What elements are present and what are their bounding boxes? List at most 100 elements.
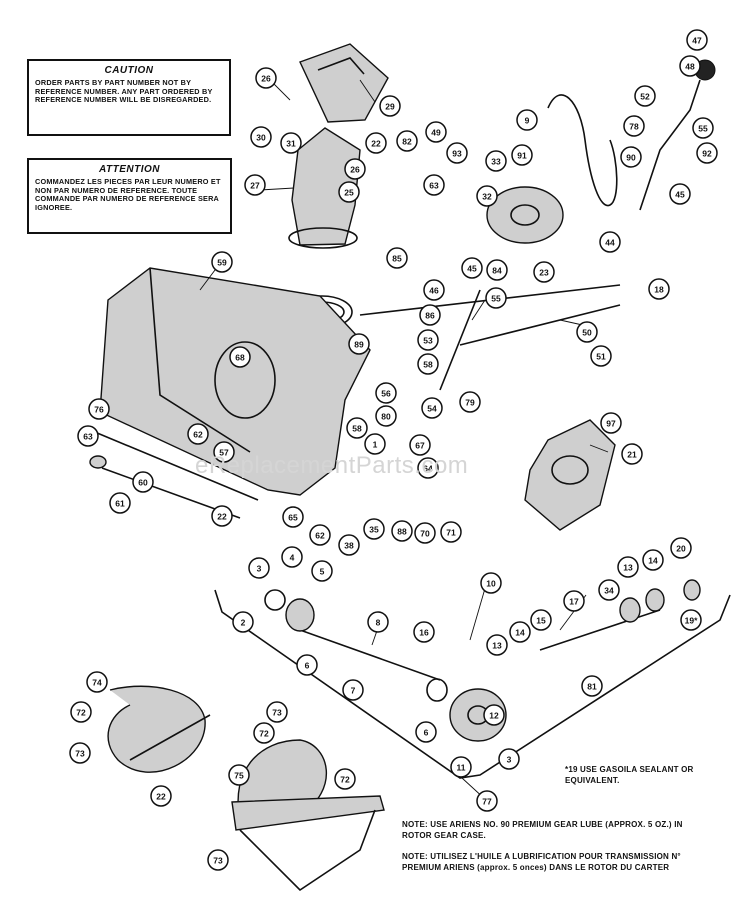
- callout-73: 73: [69, 742, 91, 764]
- callout-79: 79: [459, 391, 481, 413]
- callout-circle: [379, 95, 401, 117]
- callout-35: 35: [363, 518, 385, 540]
- callout-circle: [623, 115, 645, 137]
- callout-16: 16: [413, 621, 435, 643]
- callout-circle: [485, 287, 507, 309]
- callout-label: 45: [467, 264, 477, 274]
- callout-72: 72: [70, 701, 92, 723]
- callout-label: 84: [492, 266, 502, 276]
- callout-11: 11: [450, 756, 472, 778]
- callout-circle: [232, 611, 254, 633]
- callout-15: 15: [530, 609, 552, 631]
- callout-14: 14: [509, 621, 531, 643]
- callout-label: 89: [354, 340, 364, 350]
- callout-circle: [250, 126, 272, 148]
- callout-circle: [248, 557, 270, 579]
- callout-circle: [386, 247, 408, 269]
- callout-label: 81: [587, 682, 597, 692]
- callout-73: 73: [207, 849, 229, 871]
- callout-circle: [599, 231, 621, 253]
- part-drawings: [89, 43, 731, 892]
- callout-label: 77: [482, 797, 492, 807]
- callout-circle: [365, 132, 387, 154]
- callout-7: 7: [342, 679, 364, 701]
- callout-75: 75: [228, 764, 250, 786]
- callout-9: 9: [516, 109, 538, 131]
- callout-23: 23: [533, 261, 555, 283]
- chute-deflector: [299, 43, 389, 123]
- callout-label: 33: [491, 157, 501, 167]
- callout-circle: [459, 391, 481, 413]
- callout-label: 65: [288, 513, 298, 523]
- callout-26: 26: [344, 158, 366, 180]
- callout-circle: [486, 634, 508, 656]
- callout-label: 38: [344, 541, 354, 551]
- callout-32: 32: [476, 185, 498, 207]
- callout-label: 22: [156, 792, 166, 802]
- callout-30: 30: [250, 126, 272, 148]
- callout-19-star: 19*: [680, 609, 702, 631]
- callout-circle: [346, 417, 368, 439]
- callout-52: 52: [634, 85, 656, 107]
- callout-label: 58: [423, 360, 433, 370]
- callout-label: 11: [457, 763, 466, 773]
- callout-22: 22: [211, 505, 233, 527]
- callout-circle: [211, 251, 233, 273]
- callout-label: 14: [648, 556, 658, 566]
- callout-label: 22: [371, 139, 381, 149]
- callout-label: 92: [702, 149, 712, 159]
- callout-circle: [417, 353, 439, 375]
- callout-circle: [581, 675, 603, 697]
- callout-circle: [576, 321, 598, 343]
- callout-circle: [446, 142, 468, 164]
- callout-82: 82: [396, 130, 418, 152]
- callout-14: 14: [642, 549, 664, 571]
- callout-circle: [348, 333, 370, 355]
- callout-circle: [363, 518, 385, 540]
- callout-circle: [211, 505, 233, 527]
- callout-label: 93: [452, 149, 462, 159]
- auger-axle: [89, 429, 259, 501]
- callout-circle: [413, 621, 435, 643]
- impeller: [524, 419, 616, 531]
- callout-label: 91: [517, 151, 527, 161]
- callout-4: 4: [281, 546, 303, 568]
- gear-lube-note: NOTE: USE ARIENS NO. 90 PREMIUM GEAR LUB…: [402, 820, 683, 840]
- callout-91: 91: [511, 144, 533, 166]
- callout-label: 23: [539, 268, 549, 278]
- callout-circle: [461, 257, 483, 279]
- callout-65: 65: [282, 506, 304, 528]
- callout-77: 77: [476, 790, 498, 812]
- callout-13: 13: [486, 634, 508, 656]
- callout-31: 31: [280, 132, 302, 154]
- callout-circle: [621, 443, 643, 465]
- callout-label: 56: [381, 389, 391, 399]
- callout-circle: [338, 181, 360, 203]
- callout-circle: [132, 471, 154, 493]
- callout-circle: [86, 671, 108, 693]
- callout-86: 86: [419, 304, 441, 326]
- callout-58: 58: [417, 353, 439, 375]
- callout-circle: [440, 521, 462, 543]
- callout-circle: [69, 742, 91, 764]
- callout-55: 55: [692, 117, 714, 139]
- callout-label: 45: [675, 190, 685, 200]
- callout-27: 27: [244, 174, 266, 196]
- callout-label: 2: [241, 618, 246, 628]
- callout-73: 73: [266, 701, 288, 723]
- caution-notice: CAUTION ORDER PARTS BY PART NUMBER NOT B…: [27, 59, 231, 136]
- callout-label: 31: [286, 139, 296, 149]
- callout-62: 62: [187, 423, 209, 445]
- callout-label: 44: [605, 238, 615, 248]
- callout-92: 92: [696, 142, 718, 164]
- callout-circle: [530, 609, 552, 631]
- callout-25: 25: [338, 181, 360, 203]
- callout-label: 10: [486, 579, 496, 589]
- callout-circle: [617, 556, 639, 578]
- callout-circle: [391, 520, 413, 542]
- callout-53: 53: [417, 329, 439, 351]
- drive-pulley: [486, 186, 564, 244]
- auger-housing: [99, 267, 371, 496]
- callout-label: 21: [627, 450, 637, 460]
- callout-label: 8: [376, 618, 381, 628]
